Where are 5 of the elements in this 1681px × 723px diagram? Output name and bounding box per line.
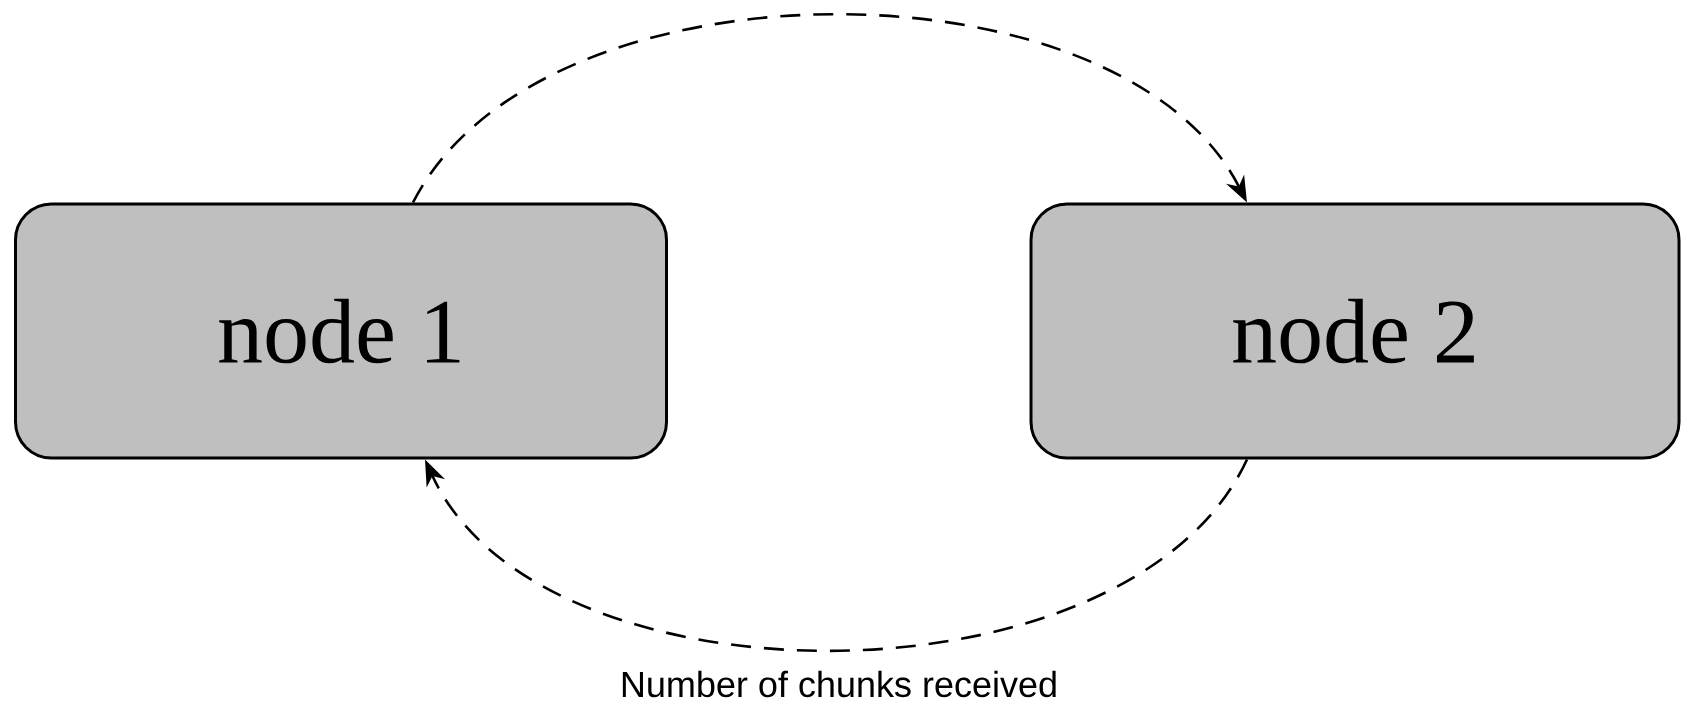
arrow <box>425 458 1249 652</box>
process-box: node 2 <box>1029 202 1681 460</box>
arrow <box>411 13 1247 204</box>
edge-label: Number of chunks received <box>622 670 1056 698</box>
process-box: node 1 <box>14 202 668 460</box>
